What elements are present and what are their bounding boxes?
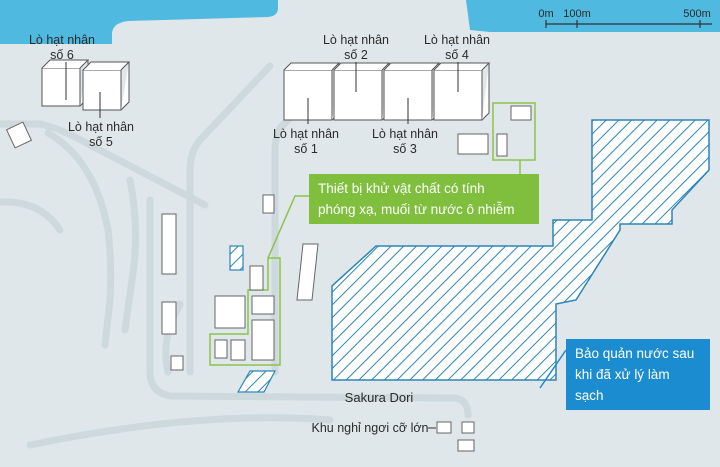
decontamination-callout-line2: phóng xạ, muối từ nước ô nhiễm <box>318 202 515 217</box>
reactor-5-label-line2: số 5 <box>89 135 113 149</box>
reactor-4-building <box>433 62 491 121</box>
reactor-labels: Lò hạt nhân số 6 Lò hạt nhân số 5 Lò hạt… <box>29 33 490 156</box>
reactor-1-label-line2: số 1 <box>294 142 318 156</box>
reactor-6-label-line1: Lò hạt nhân <box>29 33 95 47</box>
reactor-2-label-line2: số 2 <box>344 48 368 62</box>
rest-area-label: Khu nghỉ ngơi cỡ lớn <box>311 421 428 435</box>
treated-water-storage-area <box>331 119 710 381</box>
small-storage-tank-2 <box>236 370 276 393</box>
auxiliary-buildings <box>5 105 532 452</box>
decontamination-callout-line1: Thiết bị khử vật chất có tính <box>318 181 485 196</box>
decontamination-callout: Thiết bị khử vật chất có tính phóng xạ, … <box>309 174 539 224</box>
reactor-3-building <box>383 62 441 121</box>
scale-tick-500: 500m <box>683 8 711 20</box>
reactor-6-label-line2: số 6 <box>50 48 74 62</box>
road-network <box>0 62 472 449</box>
storage-callout-line2: khi đã xử lý làm sạch <box>575 367 670 403</box>
small-storage-tank-1 <box>229 245 244 271</box>
callout-blue-leader <box>539 349 567 389</box>
storage-callout: Bảo quản nước sau khi đã xử lý làm sạch <box>566 339 710 410</box>
callout-green-leader <box>267 160 521 259</box>
reactor-3-label-line2: số 3 <box>393 142 417 156</box>
reactor-2-building <box>333 62 391 121</box>
reactor-5-label-line1: Lò hạt nhân <box>68 120 134 134</box>
reactor-2-label-line1: Lò hạt nhân <box>323 33 389 47</box>
reactor-5-building <box>82 61 131 111</box>
reactor-1-building <box>283 62 341 121</box>
scale-tick-0: 0m <box>538 8 553 20</box>
street-label: Sakura Dori <box>345 390 414 405</box>
storage-callout-line1: Bảo quản nước sau <box>575 346 695 361</box>
reactor-4-label-line1: Lò hạt nhân <box>424 33 490 47</box>
decontamination-facility-buildings <box>214 265 275 361</box>
sea-area <box>0 0 720 44</box>
scale-tick-100: 100m <box>563 8 591 20</box>
scale-bar: 0m 100m 500m <box>538 8 712 28</box>
reactor-leader-lines <box>65 62 459 124</box>
reactor-1-label-line1: Lò hạt nhân <box>273 127 339 141</box>
reactor-4-label-line2: số 4 <box>445 48 469 62</box>
reactor-3-label-line1: Lò hạt nhân <box>372 127 438 141</box>
